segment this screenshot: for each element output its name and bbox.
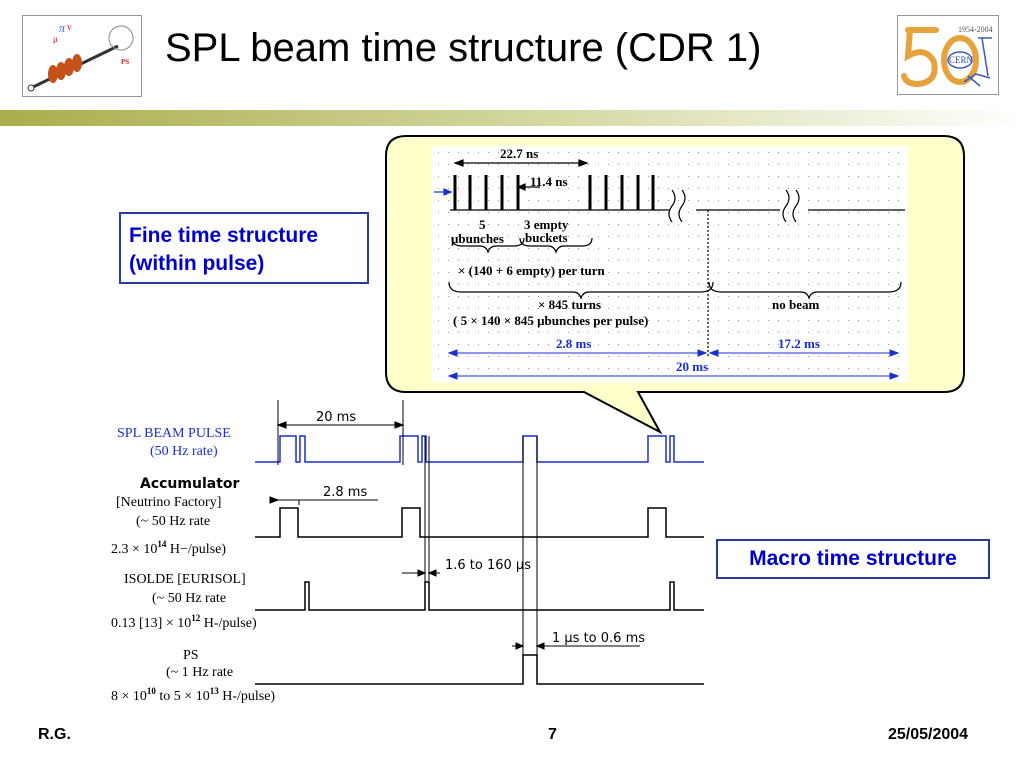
svg-text:1 μs to 0.6 ms: 1 μs to 0.6 ms bbox=[552, 631, 645, 646]
title-bar bbox=[0, 110, 1024, 126]
svg-text:5: 5 bbox=[479, 217, 486, 232]
svg-text:[Neutrino Factory]: [Neutrino Factory] bbox=[116, 495, 221, 510]
svg-text:SPL BEAM PULSE: SPL BEAM PULSE bbox=[117, 426, 231, 441]
svg-text:17.2 ms: 17.2 ms bbox=[778, 336, 820, 351]
svg-text:buckets: buckets bbox=[525, 230, 568, 245]
ps-trace bbox=[255, 654, 704, 685]
fine-structure-label: Fine time structure (within pulse) bbox=[119, 212, 369, 284]
svg-text:Accumulator: Accumulator bbox=[140, 476, 240, 492]
svg-text:CERN: CERN bbox=[949, 55, 974, 65]
svg-text:0.13 [13] × 1012 H-/pulse): 0.13 [13] × 1012 H-/pulse) bbox=[111, 613, 257, 631]
svg-text:20 ms: 20 ms bbox=[316, 410, 356, 425]
isolde-trace bbox=[255, 581, 704, 611]
svg-text:2.3 × 1014 H−/pulse): 2.3 × 1014 H−/pulse) bbox=[111, 539, 226, 557]
svg-text:no beam: no beam bbox=[772, 297, 819, 312]
svg-text:3 empty: 3 empty bbox=[524, 217, 569, 232]
footer-date: 25/05/2004 bbox=[888, 726, 969, 743]
svg-text:PS: PS bbox=[183, 648, 199, 663]
svg-text:8 × 1010 to 5 × 1013 H-/pulse): 8 × 1010 to 5 × 1013 H-/pulse) bbox=[111, 686, 275, 704]
spl-beam-pulse-trace bbox=[255, 435, 704, 463]
grid-dots bbox=[438, 152, 899, 369]
svg-text:(50 Hz rate): (50 Hz rate) bbox=[150, 444, 218, 459]
accumulator-trace bbox=[255, 507, 704, 538]
footer-author: R.G. bbox=[38, 726, 71, 743]
svg-text:11.4 ns: 11.4 ns bbox=[530, 174, 568, 189]
svg-text:× (140 + 6 empty) per turn: × (140 + 6 empty) per turn bbox=[458, 263, 605, 278]
svg-text:20 ms: 20 ms bbox=[676, 359, 708, 374]
svg-text:ISOLDE [EURISOL]: ISOLDE [EURISOL] bbox=[124, 572, 246, 587]
cern-50-logo: 1954-2004 CERN bbox=[897, 15, 999, 95]
svg-text:2.8 ms: 2.8 ms bbox=[323, 485, 367, 500]
svg-text:ν: ν bbox=[67, 22, 72, 33]
svg-text:1954-2004: 1954-2004 bbox=[958, 25, 993, 34]
cern-50-logo-icon: 1954-2004 CERN bbox=[901, 25, 993, 88]
macro-structure-label: Macro time structure bbox=[716, 539, 990, 579]
spl-logo: π ν μ PS bbox=[22, 15, 142, 97]
svg-text:(~ 50 Hz rate: (~ 50 Hz rate bbox=[136, 514, 210, 529]
spl-logo-icon: π ν μ PS bbox=[27, 21, 134, 92]
svg-text:(~ 50 Hz rate: (~ 50 Hz rate bbox=[152, 591, 226, 606]
svg-text:π: π bbox=[59, 21, 66, 35]
svg-text:μ: μ bbox=[53, 34, 58, 44]
svg-text:(~ 1 Hz rate: (~ 1 Hz rate bbox=[166, 665, 233, 680]
svg-text:22.7 ns: 22.7 ns bbox=[500, 146, 538, 161]
slide-title: SPL beam time structure (CDR 1) bbox=[165, 26, 762, 70]
svg-text:PS: PS bbox=[121, 58, 129, 66]
svg-text:2.8 ms: 2.8 ms bbox=[556, 336, 591, 351]
svg-text:μbunches: μbunches bbox=[451, 231, 504, 246]
footer-page-number: 7 bbox=[548, 726, 557, 743]
bunch-pulses bbox=[453, 175, 655, 210]
svg-text:( 5 × 140 × 845 μbunches per p: ( 5 × 140 × 845 μbunches per pulse) bbox=[453, 313, 648, 328]
svg-text:1.6 to 160 μs: 1.6 to 160 μs bbox=[445, 558, 531, 573]
svg-text:× 845 turns: × 845 turns bbox=[538, 297, 601, 312]
